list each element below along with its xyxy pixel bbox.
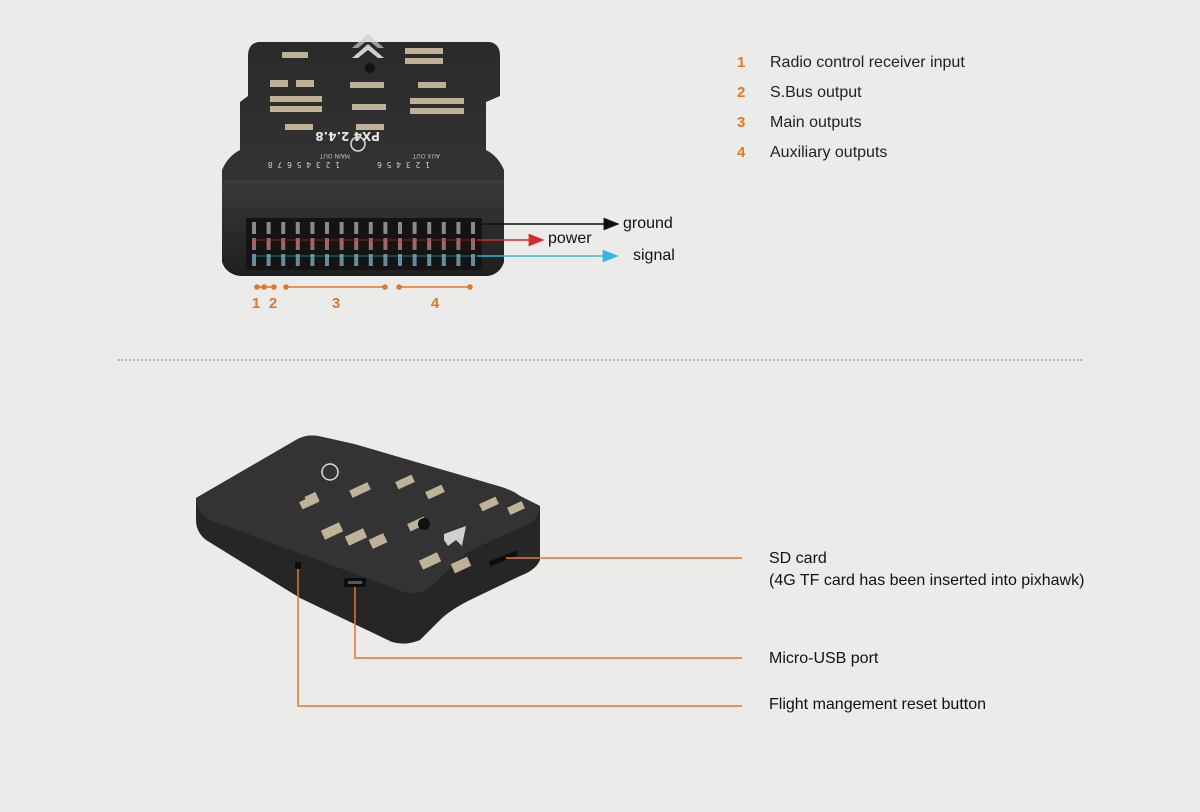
sd-card-title: SD card (769, 550, 827, 567)
brand-label: PX4 2.4.8 (315, 129, 380, 143)
micro-usb-leader (354, 587, 742, 659)
header-pin (456, 238, 461, 250)
header-pin (310, 238, 315, 250)
pin-header (252, 222, 475, 266)
header-pin (441, 238, 446, 250)
header-pin (295, 238, 300, 250)
header-pin (427, 238, 432, 250)
header-pin (325, 254, 329, 266)
header-pin (252, 222, 256, 234)
header-pin (383, 238, 388, 250)
header-pin (281, 254, 286, 266)
header-pin (325, 222, 329, 234)
header-pin (427, 222, 432, 234)
micro-usb-callout: Micro-USB port (769, 650, 879, 667)
header-pin (441, 222, 446, 234)
ground-label: ground (623, 215, 673, 232)
header-pin (456, 222, 461, 234)
reset-button-leader (297, 569, 742, 707)
callout-lines (297, 557, 742, 707)
header-pin (471, 254, 475, 266)
header-pin (383, 254, 388, 266)
header-pin (354, 254, 359, 266)
header-pin (266, 222, 271, 234)
header-pin (471, 238, 475, 250)
header-pin (325, 238, 329, 250)
header-pin (266, 238, 271, 250)
reset-button-callout: Flight mangement reset button (769, 696, 987, 713)
header-pin (398, 254, 402, 266)
group-brackets (254, 284, 473, 290)
top-device: PX4 2.4.8 1 2 3 4 5 6 7 8 1 2 3 4 5 6 MA… (222, 34, 504, 276)
header-pin (339, 238, 344, 250)
legend-text-3: Main outputs (770, 114, 862, 131)
header-pin (471, 222, 475, 234)
header-pin (266, 254, 271, 266)
section-divider (118, 359, 1082, 361)
legend-text-1: Radio control receiver input (770, 54, 965, 71)
legend-num-4: 4 (737, 144, 746, 161)
legend-text-4: Auxiliary outputs (770, 144, 888, 161)
header-pin (441, 254, 446, 266)
header-pin (354, 238, 359, 250)
signal-label: signal (633, 247, 675, 264)
header-pin (281, 222, 286, 234)
header-pin (368, 238, 373, 250)
group-num-3: 3 (331, 295, 341, 312)
header-pin (427, 254, 432, 266)
header-pin (295, 254, 300, 266)
header-pin (412, 238, 417, 250)
header-pin (412, 222, 417, 234)
header-pin (339, 222, 344, 234)
header-pin (398, 238, 402, 250)
header-pin (339, 254, 344, 266)
header-pin (368, 222, 373, 234)
legend-num-3: 3 (737, 114, 746, 131)
header-pin (383, 222, 388, 234)
header-pin (368, 254, 373, 266)
legend-num-1: 1 (737, 54, 746, 71)
header-pin (295, 222, 300, 234)
sd-card-note: (4G TF card has been inserted into pixha… (769, 572, 1085, 589)
main-out-label: MAIN OUT (319, 152, 350, 159)
header-pin (310, 254, 315, 266)
group-num-4: 4 (430, 295, 440, 312)
power-label: power (548, 230, 592, 247)
header-pin (456, 254, 461, 266)
header-pin (281, 238, 286, 250)
header-pin (354, 222, 359, 234)
header-pin (252, 238, 256, 250)
header-pin (398, 222, 402, 234)
svg-text:1 2 3 4 5 6 7 8: 1 2 3 4 5 6 7 8 (268, 160, 340, 169)
header-pin (252, 254, 256, 266)
legend-num-2: 2 (737, 84, 746, 101)
svg-text:1 2 3 4 5 6: 1 2 3 4 5 6 (377, 160, 430, 169)
header-pin (310, 222, 315, 234)
legend-text-2: S.Bus output (770, 84, 862, 101)
group-num-2: 2 (268, 295, 278, 312)
group-num-1: 1 (251, 295, 261, 312)
header-pin (412, 254, 417, 266)
bottom-device (196, 435, 540, 644)
aux-out-label: AUX OUT (412, 152, 440, 159)
sd-card-callout: SD card (4G TF card has been inserted in… (769, 548, 1084, 592)
